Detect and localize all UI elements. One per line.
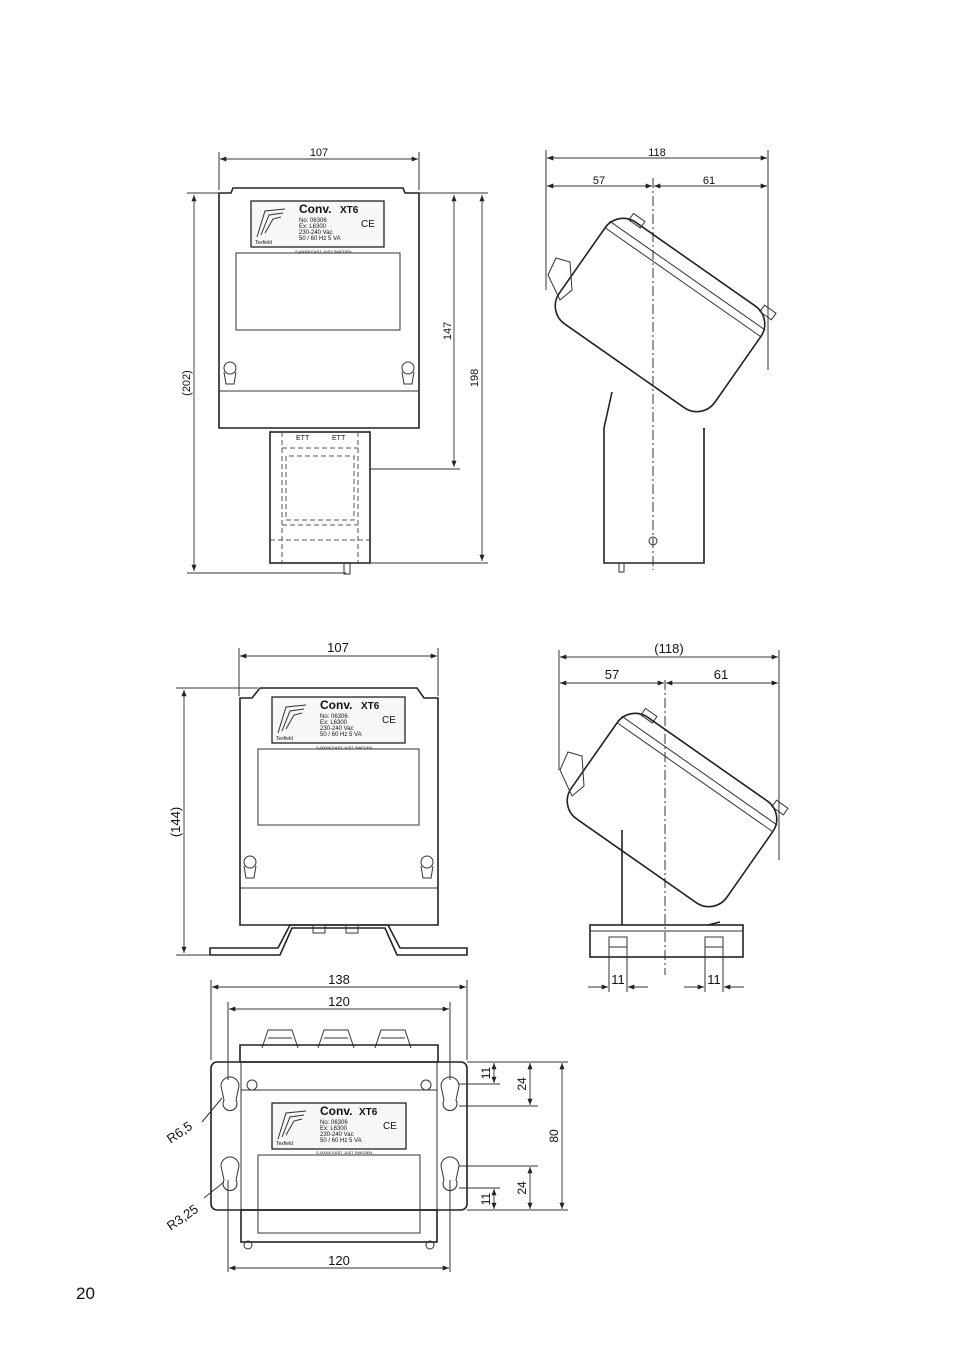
view3-height-label: (144): [168, 807, 183, 837]
view4-dimensions: [558, 650, 780, 992]
view1-height-total-label: 198: [469, 369, 481, 387]
view1-dimensions: [187, 152, 488, 574]
plate-line4: 50 / 60 Hz 5 VA: [299, 236, 341, 242]
view5-width-bottom-label: 120: [328, 1253, 350, 1268]
plate3-line3: 230-240 Vac: [320, 1132, 354, 1138]
plate3-model: XT6: [359, 1107, 378, 1118]
plate2-address: S-00000 EAST JUST SWEDEN: [316, 745, 372, 750]
plate3-address: S-00000 EAST JUST SWEDEN: [316, 1150, 372, 1155]
view5-dimensions: [201, 980, 568, 1272]
view5-radius-large-label: R6,5: [164, 1118, 195, 1146]
view4-width-right-label: 61: [714, 667, 728, 682]
view5-width-inner-label: 120: [328, 994, 350, 1009]
plate3-maker: Texfield: [276, 1141, 293, 1147]
view5-dim-top-small-label: 11: [479, 1066, 493, 1079]
view5-dim-bottom-mid-label: 24: [515, 1181, 529, 1195]
view5-width-outer-label: 138: [328, 972, 350, 987]
view2-width-left-label: 57: [593, 175, 605, 187]
view4-width-total-label: (118): [654, 641, 683, 656]
view4-slot-right-label: 11: [707, 972, 721, 987]
view4-width-left-label: 57: [605, 667, 619, 682]
plate3-brand: Conv.: [320, 1104, 352, 1118]
plate-line3: 230-240 Vac: [299, 230, 333, 236]
plate-ce-mark: CE: [361, 219, 375, 230]
view4-slot-left-label: 11: [611, 972, 625, 987]
plate2-model: XT6: [361, 701, 380, 712]
plate-model: XT6: [340, 205, 359, 216]
plate3-line2: Ex: L6300: [320, 1126, 348, 1132]
view5-dim-bottom-small-label: 11: [479, 1192, 493, 1205]
view1-height-outer-label: (202): [181, 370, 193, 396]
plate3-ce-mark: CE: [383, 1121, 397, 1132]
view3-width-label: 107: [327, 640, 349, 655]
view5-dim-total-label: 80: [547, 1129, 561, 1143]
view1-width-label: 107: [310, 147, 328, 159]
plate2-brand: Conv.: [320, 698, 352, 712]
plate-brand: Conv.: [299, 202, 331, 216]
view1-height-mid-label: 147: [442, 322, 454, 340]
plate2-maker: Texfield: [276, 736, 293, 742]
plate2-line4: 50 / 60 Hz 5 VA: [320, 732, 362, 738]
view-front-top: ETT ETT: [218, 187, 420, 575]
view-side-middle: [559, 680, 789, 975]
page-number: 20: [76, 1284, 95, 1303]
svg-text:ETT: ETT: [296, 435, 310, 442]
view2-width-total-label: 118: [648, 147, 666, 159]
view5-dim-top-mid-label: 24: [515, 1077, 529, 1091]
view-bottom: [210, 1029, 468, 1250]
view-front-middle: [209, 687, 468, 956]
view2-width-right-label: 61: [703, 175, 715, 187]
plate3-line1: No: 06306: [320, 1120, 348, 1126]
plate3-line4: 50 / 60 Hz 5 VA: [320, 1138, 362, 1144]
plate-address: S-00000 EAST JUST SWEDEN: [295, 249, 351, 254]
svg-text:ETT: ETT: [332, 435, 346, 442]
view5-radius-small-label: R3,25: [164, 1201, 201, 1233]
plate-line2: Ex: L6300: [299, 224, 327, 230]
view-side-top: [547, 178, 777, 573]
plate-line1: No: 06306: [299, 218, 327, 224]
plate2-line2: Ex: L6300: [320, 720, 348, 726]
plate2-line3: 230-240 Vac: [320, 726, 354, 732]
view3-dimensions: [176, 648, 439, 956]
plate2-ce-mark: CE: [382, 715, 396, 726]
plate-maker: Texfield: [255, 240, 272, 246]
view2-dimensions: [545, 150, 769, 370]
plate2-line1: No: 06306: [320, 714, 348, 720]
